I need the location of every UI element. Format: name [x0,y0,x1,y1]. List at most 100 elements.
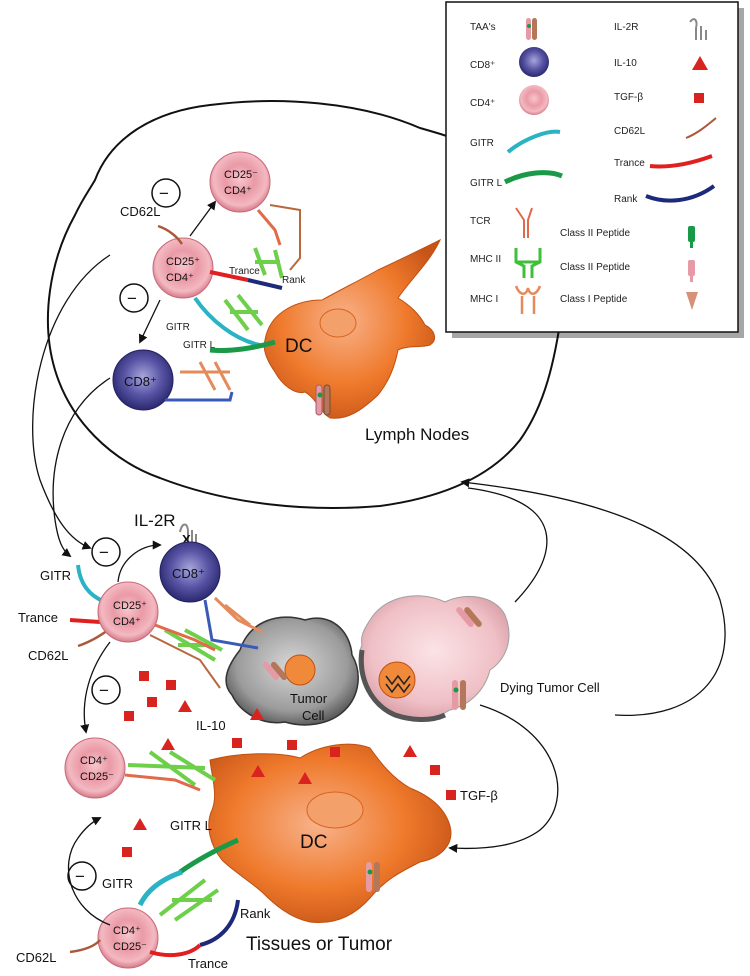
tissue-suppression-marker-bot: − [67,861,97,891]
legend-cd62l-icon [685,117,717,139]
lymph-gitrl-receptor [209,339,276,353]
tissue-treg-mhc2 [163,628,223,662]
legend-class2b-label: Class II Peptide [560,262,630,273]
tissue-arrow-to-cd4-mid [80,641,111,734]
tissue-il10-label: IL-10 [196,718,226,733]
svg-text:−: − [127,289,137,308]
lymph-cd8-link [165,391,234,402]
svg-text:−: − [99,681,109,700]
tissue-cd4-mid-mhc2 [127,750,217,787]
il10-particles [133,700,417,830]
arrow-dying-to-lymph [460,478,726,716]
tissue-cd62l-receptor [77,628,109,648]
svg-text:−: − [75,867,85,886]
tissue-cd4-bot-label-1: CD4⁺ [113,925,141,937]
lymph-gitr-receptor [193,296,261,347]
arrow-lymph-to-tissue-2 [52,377,111,558]
lymph-node-boundary [46,100,565,509]
lymph-gitr-label: GITR [166,322,190,333]
legend-cd4-label: CD4⁺ [470,98,495,109]
tumor-label-1: Tumor [290,691,328,706]
tissue-dendritic-cell [208,743,452,924]
lymph-cd8-cell [112,349,174,411]
tissue-trance-receptor [69,618,101,624]
tumor-label-2: Cell [302,708,325,723]
legend-cd8-label: CD8⁺ [470,60,495,71]
tissue-cd8-link [203,599,259,650]
tissue-gitrl-label: GITR L [170,818,212,833]
svg-text:−: − [99,543,109,562]
tissue-title: Tissues or Tumor [246,934,393,955]
arrow-tumor-to-lymph [467,487,548,603]
dying-nucleus [378,661,416,699]
legend-gitrl-icon [503,170,563,185]
legend-rank-label: Rank [614,194,638,205]
tumor-nucleus [284,654,316,686]
tissue-treg-label-2: CD4⁺ [113,616,141,628]
tissue-rank-receptor [199,899,240,947]
tgfb-particles [122,671,456,857]
tissue-suppression-marker-top: − [91,537,121,567]
legend-class1-icon [686,292,698,310]
tissue-gitr-low-receptor [137,869,183,907]
lymph-cd62l-label: CD62L [120,204,160,219]
tissue-rank-label: Rank [240,906,271,921]
legend-panel [445,1,744,338]
arrow-dying-to-dc [448,704,559,853]
tissue-cd4-mid-label-2: CD25⁻ [80,771,114,783]
lymph-mhc2-top [253,247,284,279]
legend-taas-icon [526,18,537,40]
tissue-cd4-mid-label-1: CD4⁺ [80,755,108,767]
tissue-cd62l-low-label: CD62L [16,950,56,965]
lymph-treg-mid-label-1: CD25⁺ [166,256,200,268]
legend-trance-label: Trance [614,158,645,169]
tissue-cd4-bot-mhc2 [158,878,220,922]
tissue-taa-dying [452,680,466,710]
legend-tcr-icon [515,207,533,238]
lymph-dc-label: DC [285,336,312,357]
tissue-trance-low-label: Trance [188,956,228,971]
legend-gitrl-label: GITR L [470,178,503,189]
tissue-cd4-bot-cell [97,907,159,969]
tissue-gitr-label: GITR [40,568,71,583]
lymph-trance-label: Trance [229,266,260,277]
tissue-trance-label: Trance [18,610,58,625]
legend-taas-label: TAA's [470,22,496,33]
lymph-treg-mid-label-2: CD4⁺ [166,272,194,284]
tissue-gitrl-receptor [178,837,240,875]
legend-il10-label: IL-10 [614,58,637,69]
lymph-arrow-to-cd8 [139,299,161,344]
legend-gitr-label: GITR [470,138,494,149]
lymph-cd62l-receptor [157,224,184,245]
lymph-gitrl-label: GITR L [183,340,216,351]
svg-text:−: − [159,184,169,203]
arrow-lymph-to-tissue-1 [32,254,111,550]
lymph-cd8-label: CD8⁺ [124,374,157,389]
dying-label: Dying Tumor Cell [500,680,600,695]
tissue-arrow-to-cd4-bot [67,817,111,926]
legend-class1-label: Class I Peptide [560,294,628,305]
lymph-treg-top-label-2: CD4⁺ [224,185,252,197]
tissue-gitr-low-label: GITR [102,876,133,891]
tissue-tgfb-label: TGF-β [460,788,498,803]
tissue-cd8-cell [159,541,221,603]
legend-il10-icon [692,56,708,70]
tissue-cd62l-low-receptor [69,939,101,954]
legend-mhc1-icon [514,285,542,314]
dying-dna [385,674,411,694]
tissue-cd4-bot-label-2: CD25⁻ [113,941,147,953]
legend-trance-icon [649,154,713,169]
tissue-treg-cell [97,581,159,643]
lymph-treg-top-cell [209,151,271,213]
tissue-treg-tcr [154,623,216,652]
legend-tcr-label: TCR [470,216,491,227]
legend-class2b-icon [688,260,695,282]
legend-mhc1-label: MHC I [470,294,498,305]
legend-il2r-icon [689,18,707,40]
lymph-rank-label: Rank [282,275,306,286]
tissue-il2r-label: IL-2R [134,511,176,530]
dying-tumor-shadow [358,649,447,722]
legend-cd4-icon [519,85,549,115]
legend-mhc2-label: MHC II [470,254,501,265]
tissue-taa-tumor [262,661,288,681]
